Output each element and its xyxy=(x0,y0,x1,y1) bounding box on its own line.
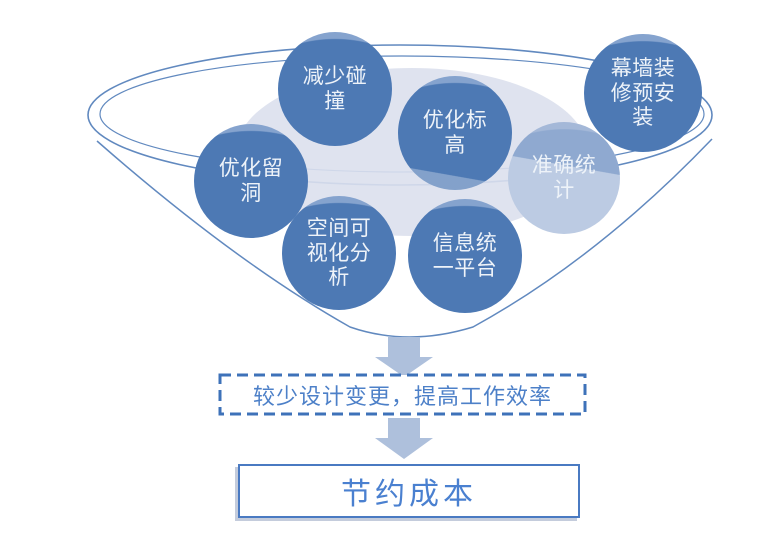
funnel-item-optimize-openings: 优化留洞 xyxy=(194,124,308,238)
funnel-item-label: 优化留洞 xyxy=(218,156,284,205)
dashed-box-border xyxy=(218,373,587,416)
funnel-item-optimize-elevation: 优化标高 xyxy=(398,76,512,190)
funnel-item-label: 幕墙装修预安装 xyxy=(610,56,676,130)
funnel-item-label: 准确统计 xyxy=(531,153,597,202)
intermediate-result-box: 较少设计变更，提高工作效率 xyxy=(252,384,552,410)
funnel-item-label: 优化标高 xyxy=(422,108,488,157)
result-box-label: 节约成本 xyxy=(341,477,477,512)
down-arrow-top xyxy=(375,337,433,377)
funnel-item-label: 减少碰撞 xyxy=(302,64,368,113)
funnel-item-accurate-statistics: 准确统计 xyxy=(508,122,620,234)
funnel-item-unified-info-platform: 信息统一平台 xyxy=(408,199,522,313)
funnel-item-reduce-collision: 减少碰撞 xyxy=(278,32,392,146)
funnel-item-spatial-visualization: 空间可视化分析 xyxy=(282,196,396,310)
funnel-item-label: 空间可视化分析 xyxy=(306,216,372,290)
result-box: 节约成本 xyxy=(238,464,580,518)
funnel-item-label: 信息统一平台 xyxy=(432,231,498,280)
down-arrow-bottom xyxy=(375,418,433,459)
funnel-item-curtain-wall-preinstall: 幕墙装修预安装 xyxy=(584,34,702,152)
